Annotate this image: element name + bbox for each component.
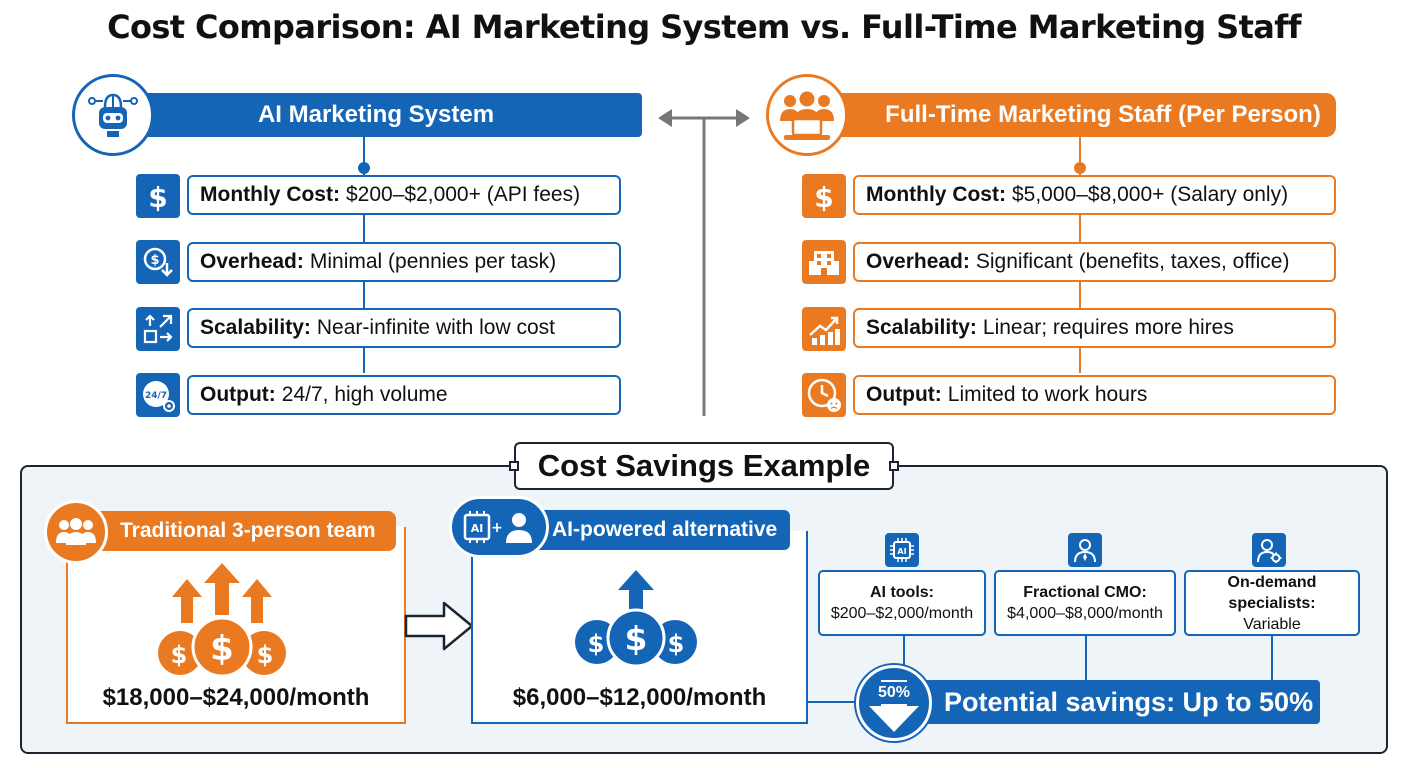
row-value: 24/7, high volume [281,383,448,406]
row-value: Near-infinite with low cost [316,316,555,339]
staff-row-overhead: Overhead:Significant (benefits, taxes, o… [853,242,1336,282]
team-laptop-icon [766,74,848,156]
svg-text:24/7: 24/7 [145,391,167,401]
svg-text:$: $ [668,630,685,658]
row-value: $200–$2,000+ (API fees) [345,183,581,206]
executive-icon [1068,533,1102,567]
staff-row-monthly-cost: Monthly Cost:$5,000–$8,000+ (Salary only… [853,175,1336,215]
row-label: Scalability: [200,316,311,339]
card-title: Fractional CMO: [1023,584,1147,601]
svg-text:AI: AI [471,522,484,535]
ai-alternative-amount: $6,000–$12,000/month [512,684,767,711]
svg-text:AI: AI [897,547,906,556]
traditional-team-box [66,527,406,724]
row-label: Scalability: [866,316,977,339]
row-value: Limited to work hours [947,383,1148,406]
dollar-icon: $ [802,174,846,218]
title-handle-left [509,461,519,471]
coin-down-icon: $ [136,240,180,284]
traditional-team-header: Traditional 3-person team [84,511,396,551]
card-fractional-cmo: Fractional CMO: $4,000–$8,000/month [994,570,1176,636]
ai-system-header: AI Marketing System [110,93,642,137]
potential-savings-banner: Potential savings: Up to 50% [898,680,1320,724]
ai-row-monthly-cost: Monthly Cost:$200–$2,000+ (API fees) [187,175,621,215]
card-text: $4,000–$8,000/month [1007,605,1163,622]
row-label: Overhead: [200,250,304,273]
svg-text:$: $ [588,630,605,658]
svg-text:$: $ [625,619,648,658]
row-label: Monthly Cost: [866,183,1006,206]
scale-arrows-icon [136,307,180,351]
ai-alternative-label: AI-powered alternative [552,518,778,541]
staff-row-scalability: Scalability:Linear; requires more hires [853,308,1336,348]
row-label: Output: [200,383,276,406]
card-title: On-demand specialists: [1227,573,1317,612]
card-text: Variable [1243,615,1301,633]
svg-text:$: $ [210,629,234,669]
row-value: Linear; requires more hires [982,316,1234,339]
page-title: Cost Comparison: AI Marketing System vs.… [107,8,1301,46]
svg-text:$: $ [148,181,167,212]
arrow-right-icon [404,601,474,651]
svg-text:$: $ [257,641,274,669]
row-label: Monthly Cost: [200,183,340,206]
svg-text:$: $ [171,641,188,669]
card-text: $200–$2,000/month [830,605,974,622]
row-value: $5,000–$8,000+ (Salary only) [1011,183,1289,206]
ai-chip-icon: AI [885,533,919,567]
specialist-gear-icon [1252,533,1286,567]
staff-header-label: Full-Time Marketing Staff (Per Person) [885,101,1321,128]
ai-system-header-label: AI Marketing System [257,101,495,128]
row-label: Overhead: [866,250,970,273]
ai-row-output: Output:24/7, high volume [187,375,621,415]
savings-badge: 50% [856,665,932,741]
ai-alternative-header: AI-powered alternative [500,510,790,550]
comparison-arrow-icon [658,109,750,416]
row-label: Output: [866,383,942,406]
rising-costs-icon: $ $ $ [158,563,286,678]
ai-row-overhead: Overhead:Minimal (pennies per task) [187,242,621,282]
potential-savings-label: Potential savings: Up to 50% [944,686,1314,717]
growth-chart-icon [802,307,846,351]
svg-text:$: $ [150,253,159,268]
staff-row-output: Output:Limited to work hours [853,375,1336,415]
traditional-team-amount: $18,000–$24,000/month [102,684,370,711]
row-value: Minimal (pennies per task) [309,250,557,273]
robot-brain-icon [72,74,154,156]
svg-text:+: + [491,520,503,536]
card-title: AI tools: [870,584,934,601]
clock-sad-icon [802,373,846,417]
savings-percent-badge: 50% [865,682,923,704]
card-ai-tools: AI tools: $200–$2,000/month [818,570,986,636]
cost-savings-title: Cost Savings Example [514,442,894,490]
cost-savings-title-label: Cost Savings Example [537,448,871,483]
svg-text:$: $ [814,181,833,212]
traditional-team-label: Traditional 3-person team [120,519,376,542]
row-value: Significant (benefits, taxes, office) [975,250,1290,273]
office-building-icon [802,240,846,284]
staff-header: Full-Time Marketing Staff (Per Person) [830,93,1336,137]
reduced-costs-icon: $ $ $ [575,570,697,668]
group-icon [44,500,108,564]
card-on-demand-specialists: On-demand specialists: Variable [1184,570,1360,636]
ai-row-scalability: Scalability:Near-infinite with low cost [187,308,621,348]
clock-24-7-icon: 24/7 [136,373,180,417]
dollar-icon: $ [136,174,180,218]
title-handle-right [889,461,899,471]
ai-chip-person-icon: AI + [449,496,549,558]
